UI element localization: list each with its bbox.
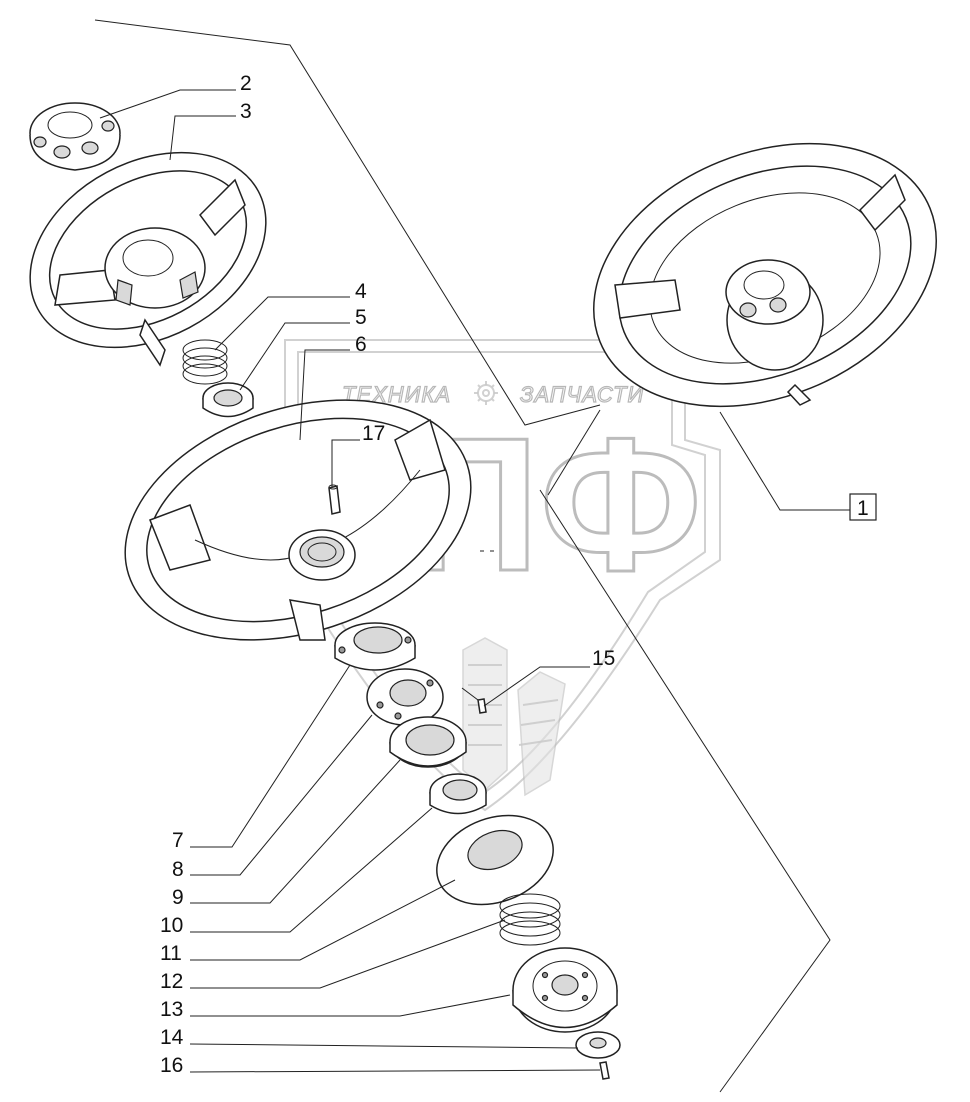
callout-6: 6 — [355, 333, 367, 356]
gear-icon — [474, 381, 498, 405]
callout-15: 15 — [592, 647, 615, 670]
screw-15 — [461, 687, 487, 714]
spring-small — [182, 339, 228, 385]
pin — [328, 484, 341, 515]
callout-14: 14 — [160, 1026, 184, 1049]
callout-8: 8 — [172, 858, 184, 881]
callout-12: 12 — [160, 970, 183, 993]
dust-cover-disc — [436, 814, 554, 906]
callout-5: 5 — [355, 306, 367, 329]
bolt-16 — [599, 1061, 610, 1080]
callout-7: 7 — [172, 829, 184, 852]
callout-10: 10 — [160, 914, 183, 937]
steering-wheel-center — [124, 399, 472, 641]
callout-3: 3 — [240, 100, 252, 123]
watermark-text-right: ЗАПЧАСТИ — [520, 382, 644, 407]
callout-9: 9 — [172, 886, 184, 909]
ring-upper — [202, 382, 254, 418]
seal-ring — [389, 716, 467, 768]
spring-large — [499, 893, 561, 946]
hub-cap — [29, 102, 121, 171]
callout-numbers: 2 3 4 5 6 7 8 9 10 11 12 13 14 15 16 17 … — [160, 72, 877, 1077]
leader-lines — [99, 89, 850, 1073]
callout-1-box: 1 — [849, 493, 877, 521]
bearing-flange — [334, 622, 416, 671]
callout-2: 2 — [240, 72, 252, 95]
base-plate — [512, 947, 618, 1033]
small-flange — [575, 1031, 621, 1059]
callout-16: 16 — [160, 1054, 183, 1077]
steering-wheel-upper — [29, 151, 267, 367]
callout-13: 13 — [160, 998, 183, 1021]
callout-17: 17 — [362, 422, 385, 445]
bushing — [429, 773, 487, 815]
assembly-guide-lines — [94, 19, 831, 1093]
callout-1: 1 — [857, 497, 869, 520]
steering-wheel-assembly — [593, 142, 937, 408]
callout-11: 11 — [160, 942, 182, 965]
wheat-emblem — [462, 637, 566, 797]
callout-4: 4 — [355, 280, 367, 303]
